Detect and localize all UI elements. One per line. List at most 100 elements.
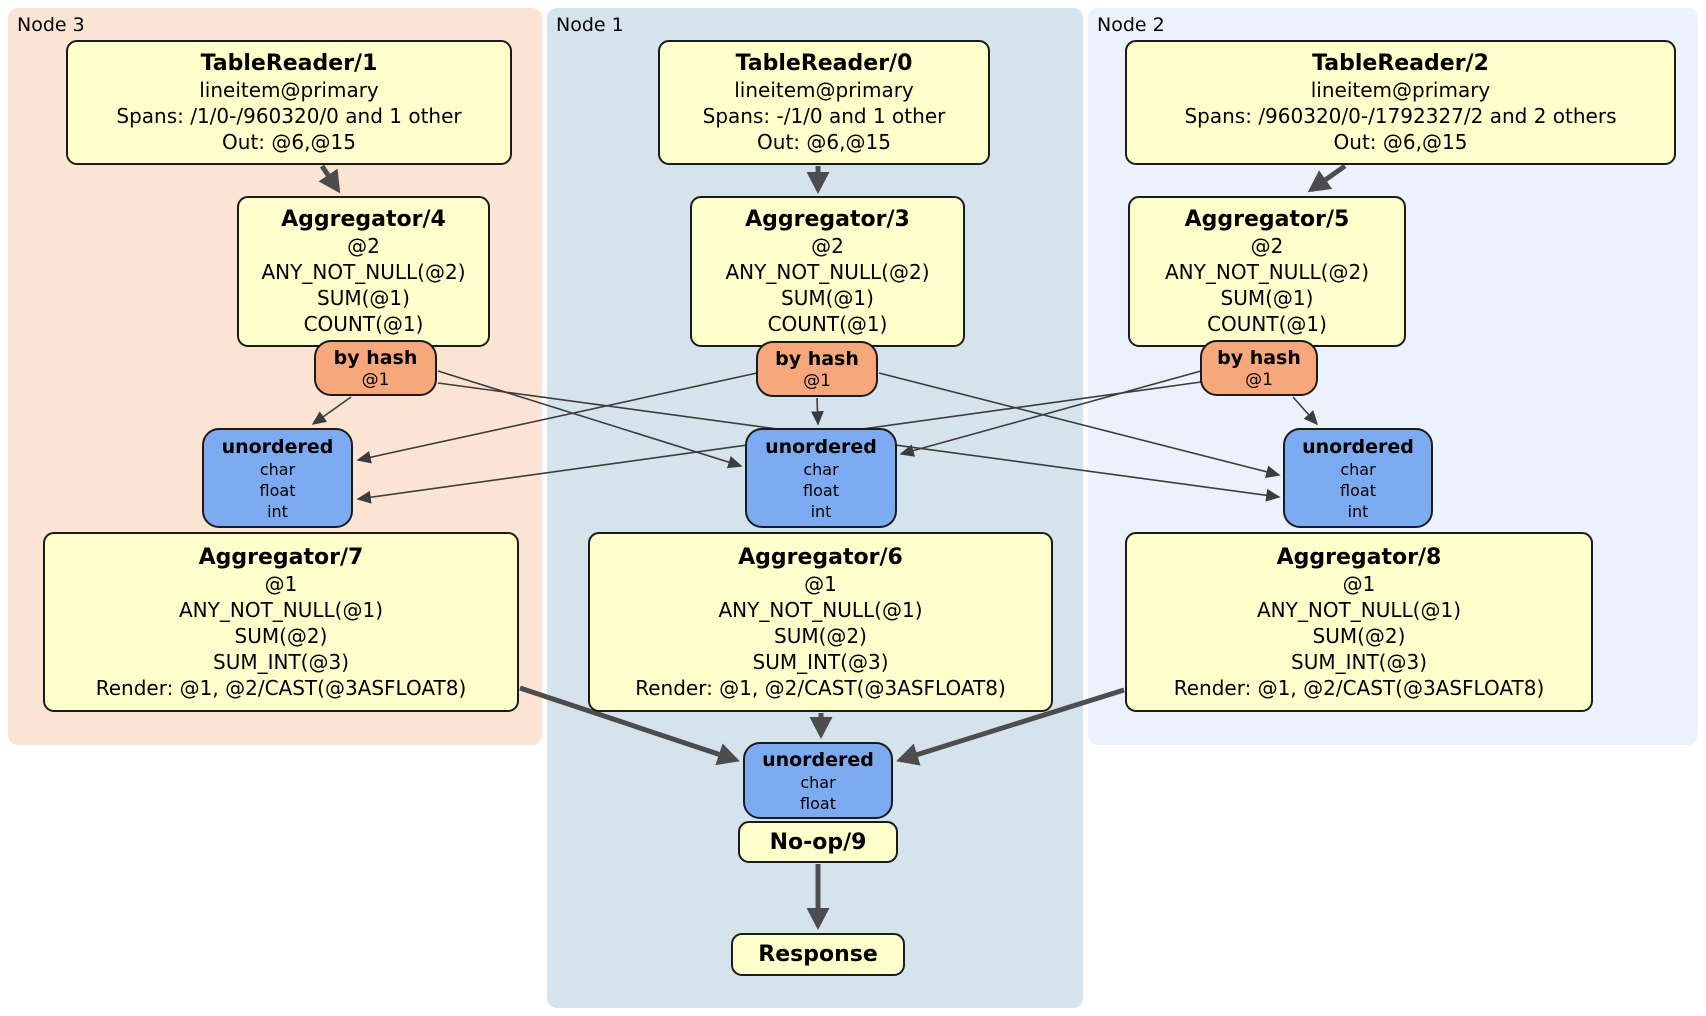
sync-detail-row: char — [800, 772, 836, 792]
sync-detail-row: float — [803, 480, 839, 500]
processor-tablereader-1: TableReader/1 lineitem@primary Spans: /1… — [66, 40, 512, 165]
router-detail-row: @1 — [1245, 369, 1273, 390]
processor-detail-row: Render: @1, @2/CAST(@3ASFLOAT8) — [635, 675, 1006, 700]
processor-aggregator-3: Aggregator/3 @2 ANY_NOT_NULL(@2) SUM(@1)… — [690, 196, 965, 347]
processor-title: Aggregator/4 — [281, 207, 446, 232]
processor-detail-row: ANY_NOT_NULL(@2) — [725, 260, 930, 284]
processor-detail-row: @1 — [804, 571, 837, 596]
sync-title: unordered — [765, 435, 877, 458]
processor-detail-row: ANY_NOT_NULL(@1) — [1257, 597, 1461, 622]
processor-aggregator-7: Aggregator/7 @1 ANY_NOT_NULL(@1) SUM(@2)… — [43, 532, 519, 712]
processor-response: Response — [731, 933, 905, 976]
region-node3-label: Node 3 — [17, 14, 85, 36]
sync-title: unordered — [762, 748, 874, 771]
sync-detail-row: int — [1347, 501, 1369, 521]
processor-detail-row: ANY_NOT_NULL(@2) — [1165, 260, 1369, 284]
edge-agg7-unordered-final — [519, 685, 740, 766]
processor-detail-row: lineitem@primary — [734, 78, 914, 102]
processor-title: Aggregator/8 — [1276, 544, 1442, 570]
processor-detail-row: SUM(@1) — [317, 286, 410, 310]
processor-aggregator-8: Aggregator/8 @1 ANY_NOT_NULL(@1) SUM(@2)… — [1125, 532, 1593, 712]
sync-title: unordered — [221, 435, 334, 458]
router-title: by hash — [1217, 346, 1301, 369]
region-node1-label: Node 1 — [556, 14, 624, 36]
processor-detail-row: COUNT(@1) — [767, 312, 888, 336]
processor-detail-row: Out: @6,@15 — [1333, 130, 1468, 154]
processor-detail-row: Render: @1, @2/CAST(@3ASFLOAT8) — [95, 675, 467, 700]
region-node2-label: Node 2 — [1097, 14, 1165, 36]
processor-detail-row: @2 — [1250, 234, 1284, 258]
sync-unordered-node3: unordered char float int — [202, 428, 353, 528]
router-detail-row: @1 — [803, 370, 831, 391]
router-by-hash-node2: by hash @1 — [1200, 340, 1318, 396]
processor-detail-row: SUM(@2) — [774, 623, 867, 648]
edge-hash2-unordered1 — [899, 370, 1202, 457]
sync-detail-row: char — [803, 459, 839, 479]
processor-detail-row: SUM(@1) — [1220, 286, 1314, 310]
processor-detail-row: lineitem@primary — [199, 78, 379, 102]
edge-agg8-unordered-final — [896, 687, 1125, 766]
processor-tablereader-0: TableReader/0 lineitem@primary Spans: -/… — [658, 40, 990, 165]
processor-detail-row: Spans: -/1/0 and 1 other — [702, 104, 946, 128]
processor-detail-row: SUM_INT(@3) — [213, 649, 349, 674]
processor-detail-row: Render: @1, @2/CAST(@3ASFLOAT8) — [1173, 675, 1545, 700]
router-detail-row: @1 — [361, 369, 390, 390]
sync-title: unordered — [1302, 435, 1414, 458]
processor-title: Aggregator/7 — [198, 544, 364, 570]
sync-unordered-final: unordered char float — [743, 742, 893, 819]
sync-detail-row: char — [1340, 459, 1376, 479]
sync-unordered-node2: unordered char float int — [1283, 428, 1433, 528]
edge-hash1-unordered3 — [356, 372, 758, 464]
sync-detail-row: int — [810, 501, 832, 521]
processor-detail-row: ANY_NOT_NULL(@1) — [179, 597, 383, 622]
processor-title: Aggregator/6 — [738, 544, 903, 570]
processor-detail-row: @1 — [1342, 571, 1376, 596]
processor-noop-9: No-op/9 — [738, 821, 898, 863]
processor-title: Aggregator/3 — [745, 207, 910, 232]
sync-detail-row: float — [800, 793, 836, 813]
processor-title: No-op/9 — [769, 829, 867, 855]
router-title: by hash — [775, 347, 859, 370]
processor-aggregator-4: Aggregator/4 @2 ANY_NOT_NULL(@2) SUM(@1)… — [237, 196, 490, 347]
processor-detail-row: SUM_INT(@3) — [752, 649, 889, 674]
edge-hash1-unordered2 — [878, 372, 1281, 479]
processor-detail-row: @1 — [264, 571, 298, 596]
processor-detail-row: Spans: /1/0-/960320/0 and 1 other — [116, 104, 462, 128]
processor-detail-row: @2 — [347, 234, 380, 258]
processor-detail-row: Spans: /960320/0-/1792327/2 and 2 others — [1184, 104, 1617, 128]
processor-aggregator-6: Aggregator/6 @1 ANY_NOT_NULL(@1) SUM(@2)… — [588, 532, 1053, 712]
processor-detail-row: COUNT(@1) — [1207, 312, 1327, 336]
processor-detail-row: @2 — [811, 234, 844, 258]
router-by-hash-node3: by hash @1 — [314, 340, 437, 396]
processor-detail-row: SUM(@1) — [781, 286, 874, 310]
processor-detail-row: lineitem@primary — [1310, 78, 1491, 102]
processor-detail-row: Out: @6,@15 — [757, 130, 891, 154]
sync-detail-row: float — [1340, 480, 1376, 500]
sync-detail-row: float — [259, 480, 296, 500]
router-by-hash-node1: by hash @1 — [756, 341, 878, 397]
router-title: by hash — [333, 346, 418, 369]
processor-detail-row: COUNT(@1) — [303, 312, 424, 336]
processor-detail-row: SUM(@2) — [1312, 623, 1406, 648]
processor-aggregator-5: Aggregator/5 @2 ANY_NOT_NULL(@2) SUM(@1)… — [1128, 196, 1406, 347]
sync-unordered-node1: unordered char float int — [745, 428, 897, 528]
sync-detail-row: char — [259, 459, 296, 479]
processor-detail-row: Out: @6,@15 — [222, 130, 356, 154]
processor-title: Aggregator/5 — [1184, 207, 1350, 232]
edge-hash1-unordered1 — [811, 397, 824, 426]
processor-title: Response — [758, 942, 878, 967]
processor-detail-row: ANY_NOT_NULL(@1) — [718, 597, 923, 622]
processor-title: TableReader/2 — [1312, 51, 1489, 76]
sync-detail-row: int — [267, 501, 288, 521]
processor-title: TableReader/1 — [200, 51, 378, 76]
processor-detail-row: SUM(@2) — [234, 623, 328, 648]
processor-detail-row: SUM_INT(@3) — [1291, 649, 1427, 674]
processor-title: TableReader/0 — [735, 51, 913, 76]
processor-detail-row: ANY_NOT_NULL(@2) — [261, 260, 466, 284]
edge-tr2-agg5 — [1307, 163, 1347, 193]
edge-hash2-unordered2 — [1292, 396, 1319, 426]
edge-tr1-agg4 — [318, 164, 341, 194]
edge-hash3-unordered3 — [311, 396, 352, 425]
